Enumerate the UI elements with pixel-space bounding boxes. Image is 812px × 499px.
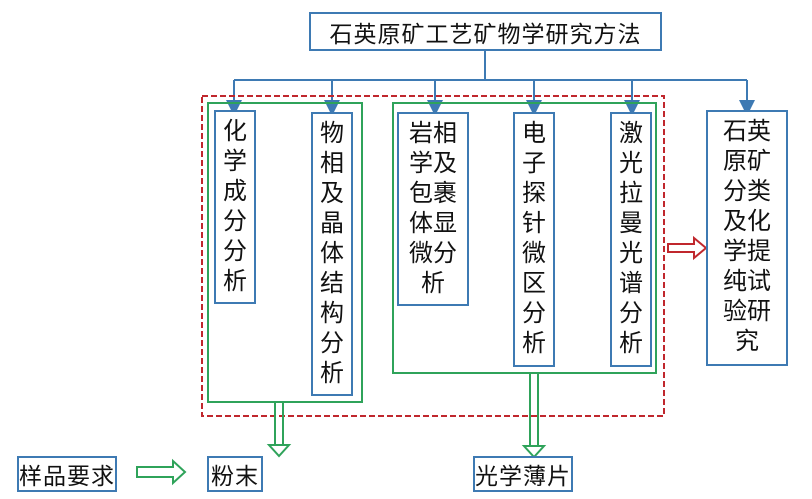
thin-section-box: 光学薄片: [473, 456, 573, 492]
method-label-raman: 激光拉曼光谱分析: [619, 119, 643, 357]
title-box: 石英原矿工艺矿物学研究方法: [309, 12, 662, 51]
arrow-sample-to-powder: [136, 458, 187, 486]
arrow-to-powder: [266, 402, 292, 458]
arrow-group-to-side-box: [667, 235, 708, 261]
powder-label: 粉末: [211, 464, 259, 490]
title-text: 石英原矿工艺矿物学研究方法: [329, 21, 642, 48]
side-box: 石英原矿分类及化学提纯试验研究: [706, 110, 788, 366]
sample-requirement-box: 样品要求: [17, 456, 117, 492]
arrow-to-thin-section: [521, 373, 547, 459]
method-label-petro: 岩相学及包裹体显微分析: [409, 119, 457, 297]
sample-requirement-label: 样品要求: [19, 464, 115, 490]
side-box-label: 石英原矿分类及化学提纯试验研究: [723, 117, 771, 355]
thin-section-group-outline: [392, 102, 657, 374]
analysis-group-outline: [201, 95, 665, 417]
method-box-chem: 化学成分分析: [214, 110, 256, 304]
method-label-chem: 化学成分分析: [223, 117, 247, 295]
method-box-phase: 物相及晶体结构分析: [311, 112, 353, 396]
method-label-epma: 电子探针微区分析: [522, 119, 546, 357]
thin-section-label: 光学薄片: [475, 464, 571, 490]
powder-box: 粉末: [207, 456, 263, 492]
method-box-petro: 岩相学及包裹体显微分析: [397, 112, 469, 306]
powder-group-outline: [207, 102, 363, 403]
method-box-raman: 激光拉曼光谱分析: [610, 112, 652, 367]
method-box-epma: 电子探针微区分析: [513, 112, 555, 367]
method-label-phase: 物相及晶体结构分析: [320, 119, 344, 387]
